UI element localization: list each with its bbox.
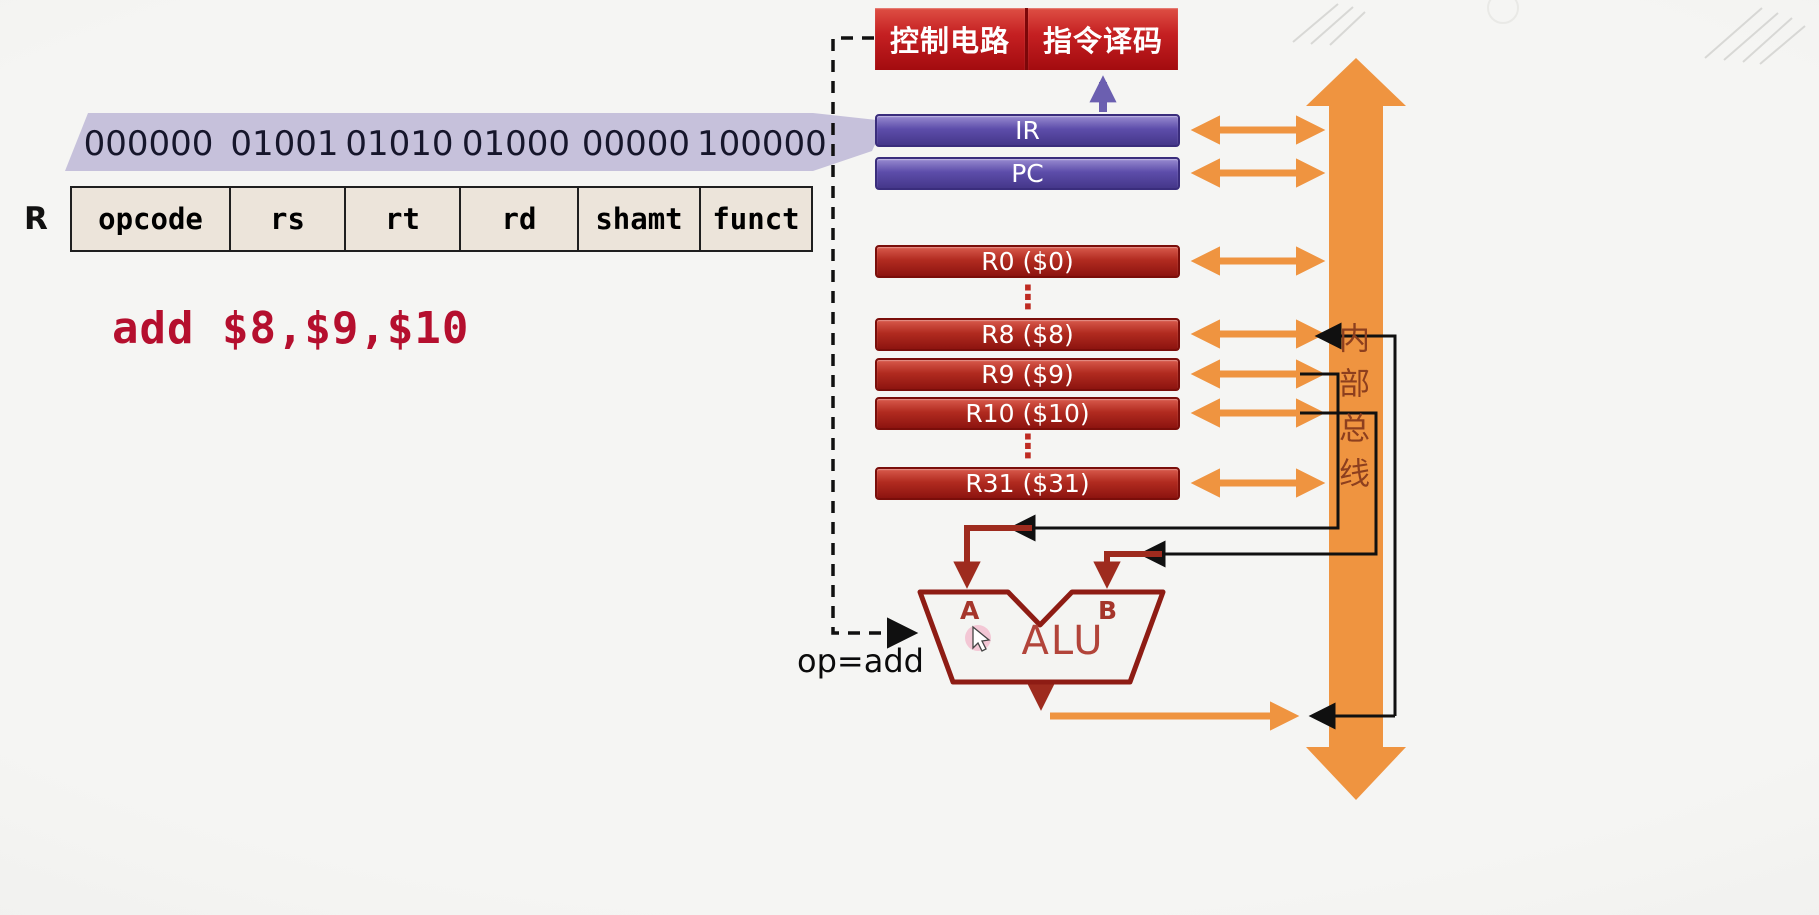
binary-shamt: 00000	[581, 124, 691, 164]
register-r9: R9 ($9)	[875, 358, 1180, 391]
assembly-instruction: add $8,$9,$10	[112, 303, 470, 354]
format-label: R	[24, 201, 48, 237]
field-opcode: opcode	[98, 202, 203, 236]
control-circuit-box: 控制电路	[875, 8, 1025, 70]
binary-rd: 01000	[461, 124, 571, 164]
binary-funct: 100000	[697, 124, 827, 164]
pc-register: PC	[875, 157, 1180, 190]
register-r31: R31 ($31)	[875, 467, 1180, 500]
field-rd: rd	[459, 188, 577, 250]
binary-encoding-row: 000000 01001 01010 01000 00000 100000	[70, 121, 827, 167]
field-shamt: shamt	[577, 188, 699, 250]
binary-rt: 01010	[345, 124, 454, 164]
register-ellipsis-top: ⋮	[1012, 278, 1044, 316]
register-r8: R8 ($8)	[875, 318, 1180, 351]
field-rt: rt	[344, 188, 459, 250]
register-ellipsis-bottom: ⋮	[1012, 427, 1044, 465]
binary-rs: 01001	[230, 124, 339, 164]
ir-register: IR	[875, 114, 1180, 147]
register-r0: R0 ($0)	[875, 245, 1180, 278]
field-funct: funct	[699, 188, 811, 250]
register-r10: R10 ($10)	[875, 397, 1180, 430]
control-unit: 控制电路 指令译码	[875, 8, 1178, 70]
field-rs: rs	[229, 188, 344, 250]
instruction-format-table: opcode rs rt rd shamt funct	[70, 186, 813, 252]
binary-opcode: 000000	[83, 124, 214, 164]
instruction-decode-box: 指令译码	[1028, 8, 1178, 70]
